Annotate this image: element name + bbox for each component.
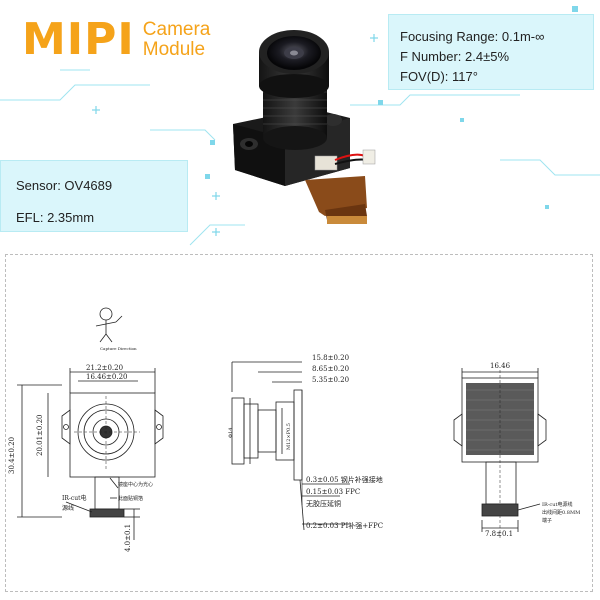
front-dim-height-connector: 4.0±0.1 xyxy=(124,524,132,552)
side-note-2: 0.15±0.03 FPC xyxy=(306,488,360,496)
brand-logo: MIPI Camera Module xyxy=(22,18,210,62)
capture-direction-figure xyxy=(95,307,123,343)
back-dim-width: 16.46 xyxy=(490,362,511,370)
front-label-ircut-2: 源线 xyxy=(62,504,74,512)
front-dim-height-body: 20.01±0.20 xyxy=(36,415,44,457)
capture-direction-label: Capture Direction xyxy=(100,346,137,351)
spec-panel-sensor: Sensor: OV4689 EFL: 2.35mm xyxy=(0,160,188,232)
side-note-1: 0.3±0.05 钢片补强接地 xyxy=(306,475,383,484)
spec-sensor: Sensor: OV4689 xyxy=(16,178,113,193)
side-dim-3: 5.35±0.20 xyxy=(312,376,349,384)
brand-subtitle-line2: Module xyxy=(142,39,206,60)
spec-focusing-range: Focusing Range: 0.1m-∞ xyxy=(400,29,545,44)
side-dim-1: 15.8±0.20 xyxy=(312,354,349,362)
back-note-2: 出线间距0.8MM xyxy=(542,509,580,516)
back-dim-connector: 7.8±0.1 xyxy=(485,530,513,538)
front-label-bracket: 此面贴铜箔 xyxy=(118,495,143,502)
front-label-ircut-1: IR-cut电 xyxy=(62,494,87,502)
technical-drawing-frame xyxy=(5,254,593,592)
spec-panel-optics: Focusing Range: 0.1m-∞ F Number: 2.4±5% … xyxy=(388,14,594,90)
spec-fov: FOV(D): 117° xyxy=(400,69,478,84)
spec-efl: EFL: 2.35mm xyxy=(16,210,95,225)
circuit-decoration xyxy=(0,6,600,246)
side-dim-phi: Φ14 xyxy=(228,428,234,438)
spec-f-number: F Number: 2.4±5% xyxy=(400,49,510,64)
side-dim-lens-thread: M12×P0.5 xyxy=(286,423,292,450)
side-note-4: 0.2±0.03 PI补强+FPC xyxy=(306,521,383,530)
front-dim-height-total: 30.4±0.20 xyxy=(8,437,16,474)
front-dim-width-inner: 16.46±0.20 xyxy=(86,373,128,381)
back-note-3: 端子 xyxy=(542,517,552,524)
back-note-1: IR-cut电源线 xyxy=(542,501,572,508)
brand-title: MIPI xyxy=(22,14,135,65)
back-view xyxy=(453,368,547,540)
camera-module-photo xyxy=(233,30,376,224)
side-dim-2: 8.65±0.20 xyxy=(312,365,349,373)
brand-subtitle-line1: Camera xyxy=(142,19,211,40)
front-label-screw: 镜座中心为光心 xyxy=(118,481,153,488)
side-view xyxy=(231,361,350,531)
front-dim-width-total: 21.2±0.20 xyxy=(86,364,123,372)
brand-subtitle: Camera Module xyxy=(143,20,211,60)
side-note-3: 无胶压延铜 xyxy=(306,499,341,508)
front-view xyxy=(17,368,164,540)
